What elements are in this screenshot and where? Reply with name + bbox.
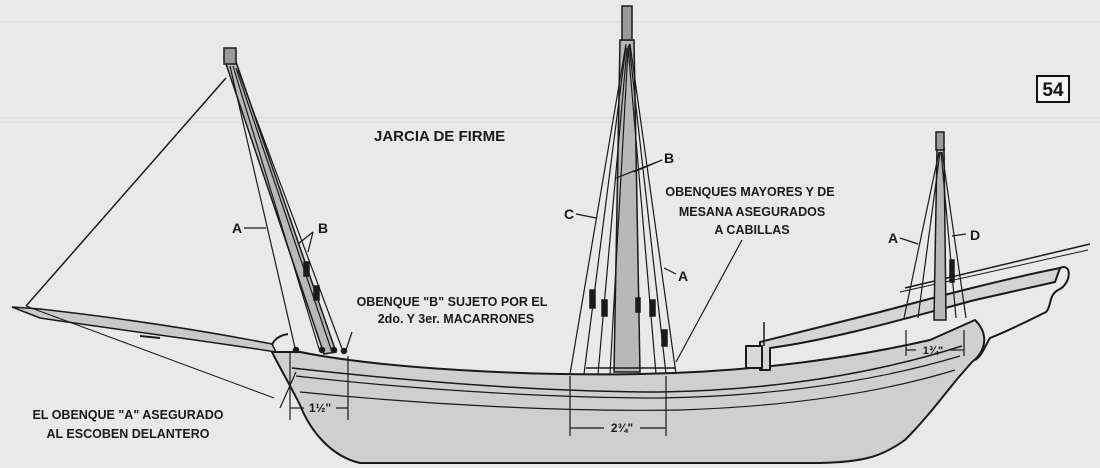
label-a-main: A bbox=[678, 268, 688, 284]
label-c-main: C bbox=[564, 206, 574, 222]
label-b-main: B bbox=[664, 150, 674, 166]
page-number: 54 bbox=[1042, 80, 1064, 101]
callout-a-shroud-1: EL OBENQUE "A" ASEGURADO bbox=[32, 408, 223, 422]
callout-b-shroud-2: 2do. Y 3er. MACARRONES bbox=[378, 312, 535, 326]
callout-main-mizzen-2: MESANA ASEGURADOS bbox=[679, 205, 825, 219]
dimension-fore: 1½" bbox=[309, 401, 331, 415]
label-b-fore: B bbox=[318, 220, 328, 236]
dimension-mizzen: 1¾" bbox=[923, 345, 944, 357]
label-a-fore: A bbox=[232, 220, 242, 236]
callout-main-mizzen-3: A CABILLAS bbox=[714, 223, 789, 237]
bowsprit bbox=[11, 306, 278, 353]
page-number-box bbox=[1036, 75, 1070, 103]
mizzenmast bbox=[903, 131, 967, 321]
callout-a-shroud-2: AL ESCOBEN DELANTERO bbox=[47, 427, 210, 441]
mainmast bbox=[569, 5, 677, 375]
dimension-main: 2¾" bbox=[611, 421, 633, 435]
label-a-mizzen: A bbox=[888, 230, 898, 246]
label-d-mizzen: D bbox=[970, 227, 980, 243]
callout-main-mizzen-1: OBENQUES MAYORES Y DE bbox=[665, 185, 834, 199]
background-texture bbox=[0, 21, 1100, 123]
diagram-title: JARCIA DE FIRME bbox=[374, 128, 505, 145]
hull bbox=[270, 243, 1091, 464]
callout-b-shroud-1: OBENQUE "B" SUJETO POR EL bbox=[357, 295, 548, 309]
leader-arrows bbox=[244, 159, 967, 409]
dimension-lines bbox=[289, 330, 965, 436]
foremast bbox=[25, 47, 348, 399]
